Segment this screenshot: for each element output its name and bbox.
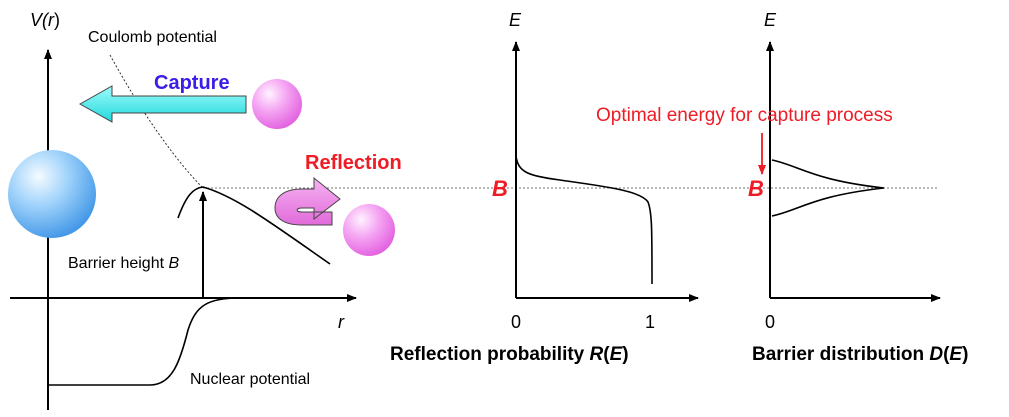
coulomb-dotted-curve <box>109 54 204 189</box>
barrier-height-label: Barrier height B <box>68 255 180 272</box>
capture-arrow <box>78 85 247 123</box>
r-axis-label: r <box>338 312 345 332</box>
distribution-panel-title: Barrier distribution D(E) <box>752 344 968 365</box>
nuclear-potential-curve <box>48 297 262 386</box>
reflection-tick-0: 0 <box>511 312 521 332</box>
reflection-panel: E B 0 1 Reflection probability R(E) <box>390 10 699 365</box>
reflection-b-label: B <box>492 176 508 201</box>
total-potential-curve <box>177 186 331 265</box>
reflection-tick-1: 1 <box>645 312 655 332</box>
optimal-energy-label: Optimal energy for capture process <box>596 105 893 126</box>
reflection-e-label: E <box>509 10 522 30</box>
coulomb-label: Coulomb potential <box>88 29 217 46</box>
distribution-e-label: E <box>764 10 777 30</box>
nuclear-label: Nuclear potential <box>190 371 310 388</box>
distribution-tick-0: 0 <box>765 312 775 332</box>
potential-panel: V(r) r Coulomb potential Nuclear potenti… <box>8 10 402 410</box>
capture-label: Capture <box>154 72 230 94</box>
target-nucleus-sphere <box>8 150 96 238</box>
reflection-panel-title: Reflection probability R(E) <box>390 344 629 365</box>
projectile-sphere-capture <box>252 79 302 129</box>
projectile-sphere-reflected <box>343 204 395 256</box>
distribution-panel: E B 0 Optimal energy for capture process… <box>596 10 968 365</box>
barrier-distribution-curve <box>771 159 885 217</box>
reflection-probability-curve <box>515 155 653 285</box>
reflection-label: Reflection <box>305 152 402 174</box>
distribution-b-label: B <box>748 176 764 201</box>
v-axis-label: V(r) <box>30 10 60 30</box>
reflection-arrow <box>274 176 341 226</box>
